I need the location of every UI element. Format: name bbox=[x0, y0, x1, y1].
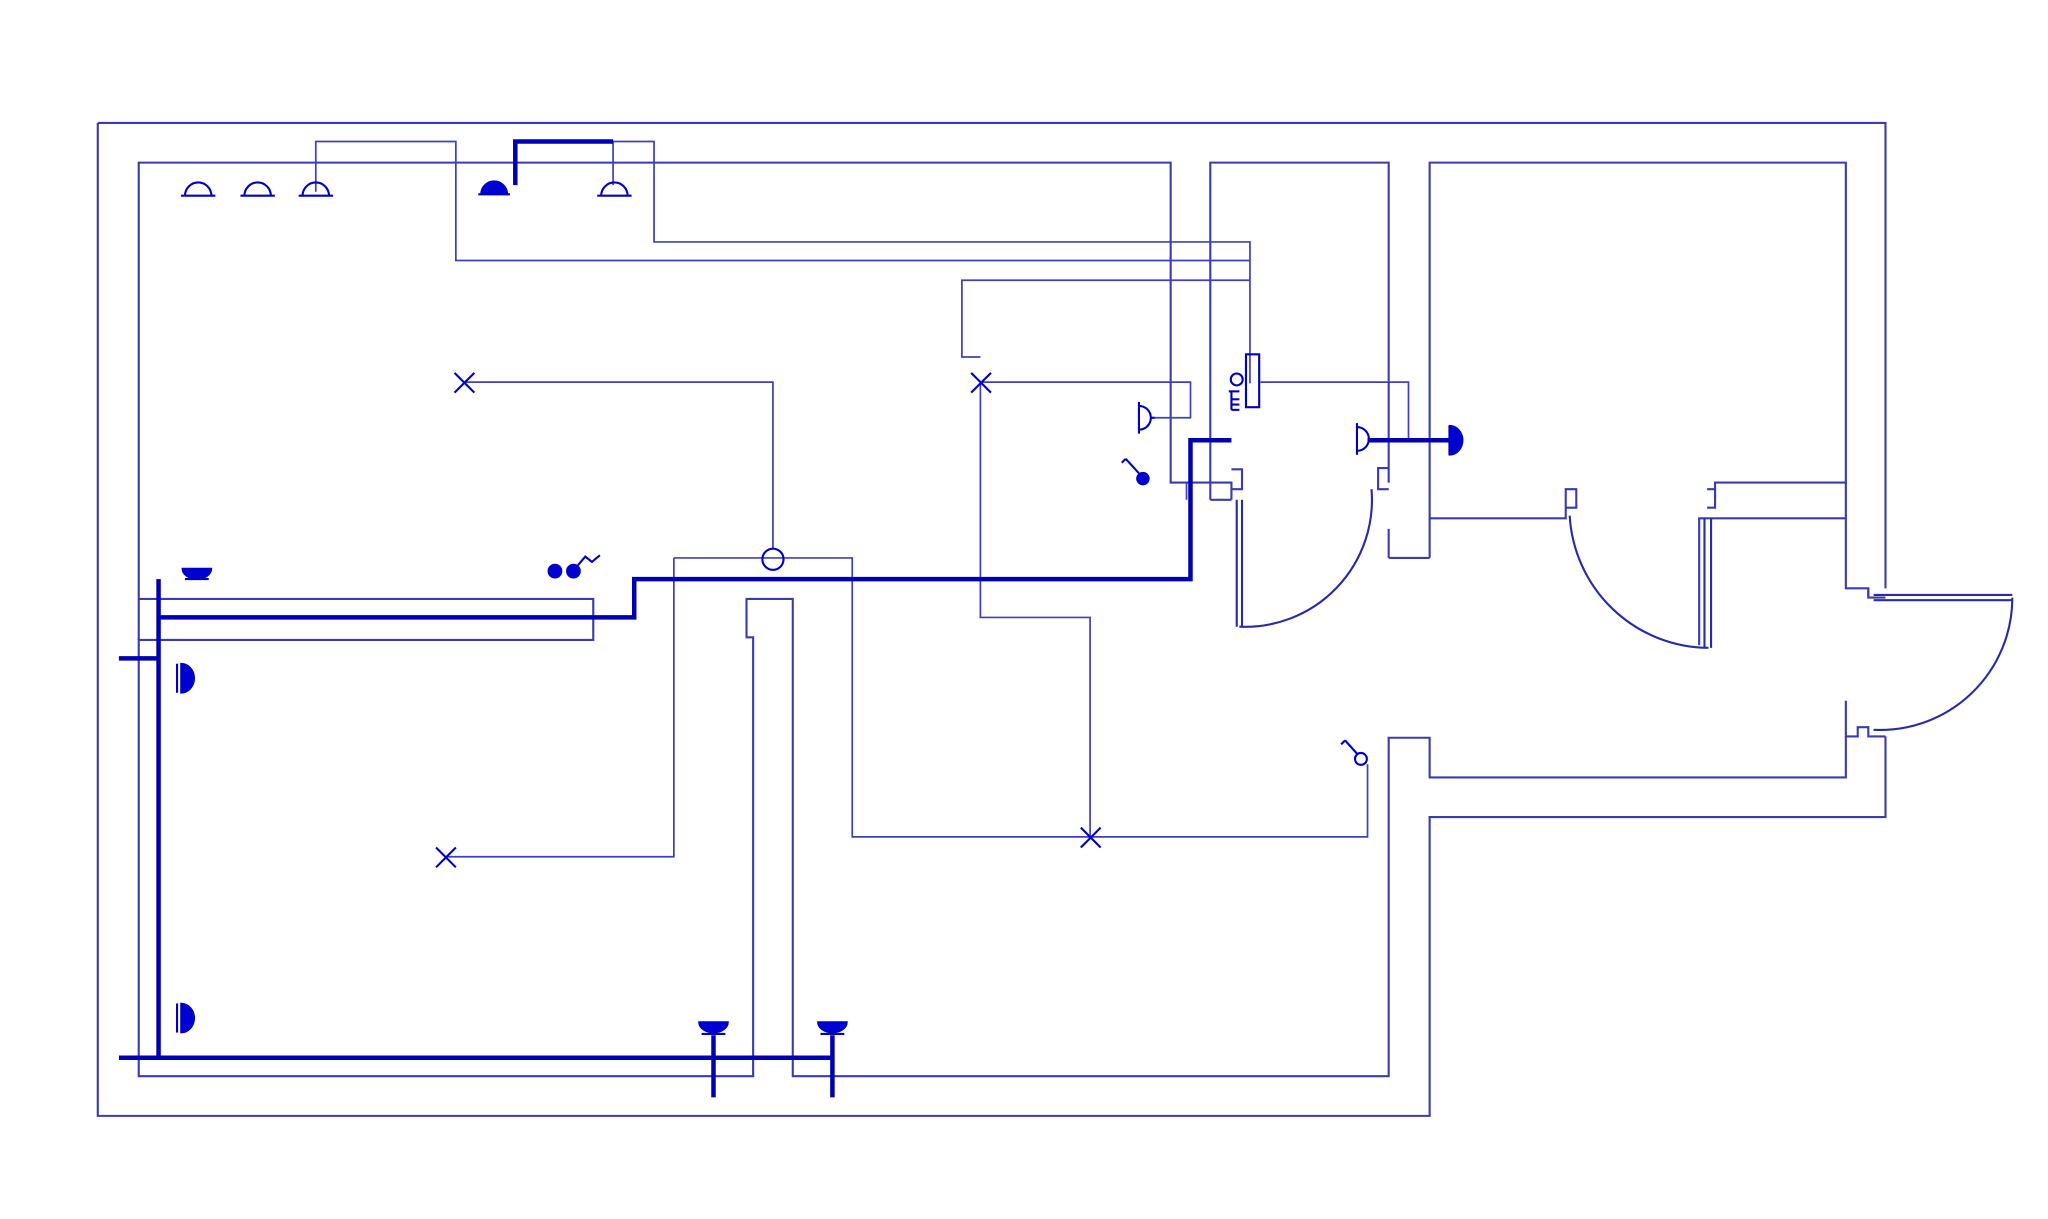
wall-lamp-icon bbox=[597, 181, 632, 197]
wall-lamp-icon bbox=[1137, 401, 1155, 434]
socket-icon bbox=[698, 1021, 729, 1035]
socket-icon bbox=[478, 180, 511, 196]
wiring-lines bbox=[314, 140, 1410, 858]
socket-icon bbox=[175, 662, 195, 694]
switch-icon bbox=[1340, 739, 1368, 766]
cross-light-icon bbox=[435, 846, 457, 869]
socket-icon bbox=[817, 1021, 848, 1035]
cross-light-icon bbox=[453, 372, 476, 394]
socket-icon bbox=[1448, 424, 1464, 456]
cross-light-icon bbox=[970, 372, 992, 394]
switch-icon bbox=[1121, 458, 1150, 486]
double-switch-icon bbox=[547, 554, 601, 579]
wall-lamp-icon bbox=[1355, 423, 1370, 455]
wall-lamp-icon bbox=[298, 181, 333, 197]
junction-box-icon bbox=[761, 547, 785, 571]
doors bbox=[1235, 489, 2014, 732]
cross-light-icon bbox=[1080, 826, 1102, 849]
wall-lamp-icon bbox=[181, 181, 216, 197]
socket-icon bbox=[175, 1002, 195, 1034]
outer-walls bbox=[96, 121, 1887, 1117]
distribution-panel-icon bbox=[1228, 353, 1261, 411]
cable-runs bbox=[118, 139, 1450, 1098]
socket-icon bbox=[181, 567, 213, 581]
wall-lamp-icon bbox=[240, 181, 275, 197]
